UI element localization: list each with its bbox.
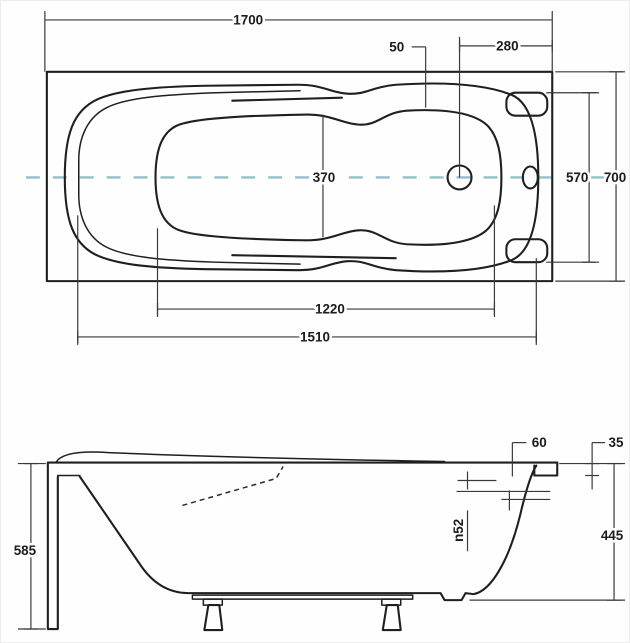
dim-label-445: 445	[601, 528, 624, 543]
grip-pocket-top	[505, 91, 549, 117]
basin-outline	[154, 109, 503, 246]
tub-profile	[78, 464, 538, 602]
dim-overall-height: 585	[11, 462, 46, 630]
top-view: 1700 50 280 370 570	[25, 10, 629, 347]
dim-label-50: 50	[389, 39, 404, 54]
dim-label-700: 700	[604, 170, 626, 185]
dim-tap-offset: 50	[387, 37, 427, 108]
foot-left	[202, 598, 224, 632]
rim-far-edge-curve	[55, 451, 446, 464]
rim-edge-accent-bottom	[231, 254, 397, 260]
dim-label-60: 60	[532, 435, 547, 450]
dim-basin-bottom-length: 1220	[156, 205, 496, 319]
overflow-ellipse	[521, 165, 539, 190]
apron-panel	[46, 461, 59, 631]
grip-pocket-bottom	[505, 238, 549, 264]
dim-overflow-diameter: n52	[449, 471, 551, 552]
dim-shell-height: 445	[469, 462, 626, 601]
dim-label-35: 35	[609, 435, 624, 450]
dim-label-1510: 1510	[300, 329, 330, 344]
dim-mid-width: 370	[310, 114, 338, 238]
dim-overall-width: 700	[555, 71, 629, 282]
rim-edge-accent-top	[231, 96, 343, 102]
foot-right	[381, 598, 402, 632]
dim-drain-to-edge: 280	[458, 36, 553, 178]
rim-step-right	[533, 461, 559, 477]
dim-label-370: 370	[313, 170, 335, 185]
dim-label-585: 585	[14, 543, 37, 558]
dim-overall-length: 1700	[44, 10, 553, 72]
tub-rim-rectangle	[45, 70, 554, 283]
tub-rim-inner-edge	[78, 89, 301, 265]
dim-label-570: 570	[566, 170, 588, 185]
dim-shell-length: 1510	[77, 215, 537, 347]
dim-label-1220: 1220	[315, 302, 345, 317]
side-view: 585 60 35 n52	[11, 433, 627, 632]
dim-rim-thickness: 35	[585, 433, 627, 490]
hidden-seat-edge	[182, 466, 284, 507]
dim-inner-width: 570	[546, 92, 600, 263]
dim-label-280: 280	[496, 38, 518, 53]
dim-rim-overhang: 60	[511, 433, 549, 477]
dim-label-n52: n52	[451, 519, 466, 542]
dim-label-1700: 1700	[233, 12, 263, 27]
base-rail	[191, 594, 414, 600]
